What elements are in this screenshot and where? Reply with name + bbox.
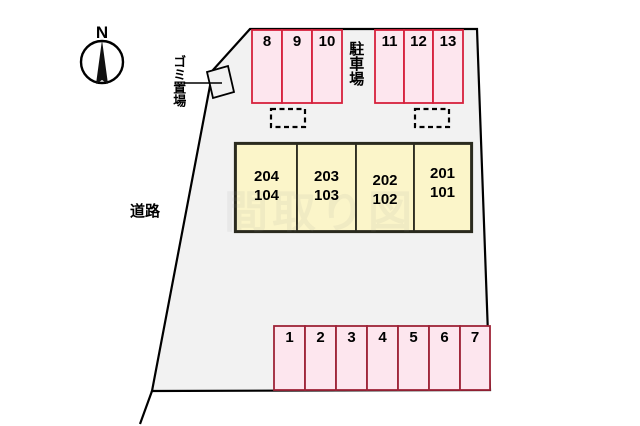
parking-stall-8-number: 8 <box>262 33 272 50</box>
unit-upper-202: 202 <box>372 172 398 189</box>
parking-stall-4-number: 4 <box>378 329 387 346</box>
unit-lower-103: 103 <box>313 187 340 204</box>
parking-stall-2[interactable] <box>304 325 337 391</box>
compass-label-wrap: N <box>74 24 130 94</box>
compass-north-icon <box>79 39 125 85</box>
road-edge-line <box>138 390 154 425</box>
parking-stall-5[interactable] <box>397 325 430 391</box>
dashed-marker-left <box>269 107 307 129</box>
parking-stall-7-number: 7 <box>470 329 480 346</box>
building-unit-204-104[interactable] <box>235 143 298 232</box>
unit-label-203-103: 203 103 <box>297 167 356 205</box>
parking-stall-7[interactable] <box>459 325 491 391</box>
building-unit-203-103[interactable] <box>296 143 357 232</box>
parking-stall-13[interactable] <box>432 29 464 104</box>
parking-stall-4[interactable] <box>366 325 399 391</box>
parking-stall-10[interactable] <box>311 29 343 104</box>
parking-stall-6-number: 6 <box>440 329 449 346</box>
parking-stall-5-number: 5 <box>409 329 418 346</box>
parking-stall-3[interactable] <box>335 325 368 391</box>
unit-lower-102: 102 <box>372 191 398 208</box>
building-block <box>233 141 474 234</box>
unit-upper-204: 204 <box>253 168 280 185</box>
unit-upper-203: 203 <box>313 168 340 185</box>
parking-stall-3-number: 3 <box>347 329 356 346</box>
parking-stall-2-number: 2 <box>316 329 325 346</box>
parking-stall-9[interactable] <box>281 29 313 104</box>
compass-north-label: N <box>95 23 109 42</box>
parking-stall-1-number: 1 <box>285 329 294 346</box>
parking-stall-13-number: 13 <box>439 33 457 50</box>
garbage-area-box <box>205 64 236 100</box>
parking-stall-11-number: 11 <box>381 33 398 50</box>
parking-stall-12-number: 12 <box>410 33 427 50</box>
building-unit-201-101[interactable] <box>413 143 472 232</box>
unit-lower-104: 104 <box>253 187 280 204</box>
parking-stall-8[interactable] <box>251 29 283 104</box>
garbage-area-label: ゴミ置場 <box>170 55 186 107</box>
building-unit-202-102[interactable] <box>355 143 415 232</box>
parking-group-1-7 <box>273 325 491 391</box>
unit-upper-201: 201 <box>429 165 456 182</box>
parking-stall-10-number: 10 <box>318 33 336 50</box>
parking-stall-9-number: 9 <box>292 33 302 50</box>
parking-lot-label: 駐車場 <box>347 41 366 86</box>
unit-lower-101: 101 <box>429 184 456 201</box>
unit-label-201-101: 201 101 <box>414 164 471 202</box>
dashed-marker-right <box>413 107 451 129</box>
parking-group-11-13 <box>374 29 464 104</box>
parking-group-8-10 <box>251 29 343 104</box>
unit-label-202-102: 202 102 <box>356 171 414 209</box>
road-label: 道路 <box>130 202 161 220</box>
unit-label-204-104: 204 104 <box>236 167 297 205</box>
